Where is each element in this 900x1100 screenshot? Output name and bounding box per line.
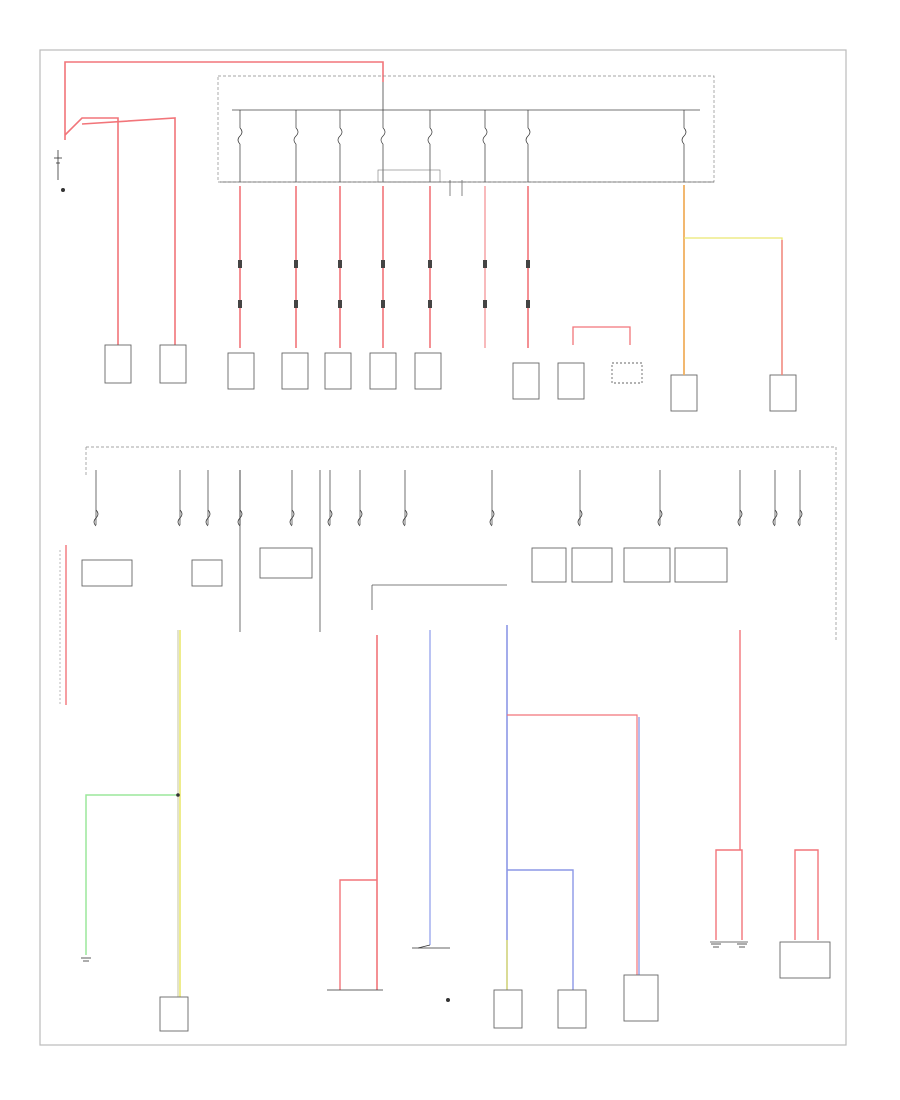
bottom-components bbox=[81, 943, 747, 1029]
battery-to-generator-wire bbox=[81, 117, 176, 345]
fuse-icon bbox=[737, 509, 743, 527]
connector-icon bbox=[294, 260, 298, 268]
link-wire-pink bbox=[572, 326, 631, 345]
battery-to-starter-wire bbox=[64, 117, 119, 345]
fuse-icon bbox=[237, 127, 243, 145]
diagram-frame bbox=[39, 49, 847, 1046]
fuse-icon bbox=[525, 127, 531, 145]
component-box bbox=[414, 352, 442, 390]
component-box bbox=[623, 974, 659, 1022]
pink-branch bbox=[507, 714, 638, 975]
fuse-icon bbox=[93, 509, 99, 527]
component-box bbox=[227, 352, 255, 390]
connector-icon bbox=[526, 300, 530, 308]
far-right-red-pair bbox=[794, 849, 819, 940]
yellow-branch bbox=[684, 237, 783, 375]
lower-left-box bbox=[159, 996, 189, 1032]
fuse-icon bbox=[380, 127, 386, 145]
connector-icon bbox=[483, 260, 487, 268]
ground-icon bbox=[81, 957, 91, 962]
red-branch bbox=[339, 879, 377, 990]
generator-box bbox=[159, 344, 187, 384]
fuse-icon bbox=[357, 509, 363, 527]
connector-icon bbox=[428, 300, 432, 308]
relay-box bbox=[571, 547, 613, 583]
relay-box bbox=[191, 559, 223, 587]
connector-icon bbox=[238, 260, 242, 268]
component-box bbox=[324, 352, 352, 390]
interior-circuits bbox=[59, 470, 831, 1032]
connector-icon bbox=[428, 260, 432, 268]
fuse-icon bbox=[797, 509, 803, 527]
starter-box bbox=[104, 344, 132, 384]
fuse-icon bbox=[489, 509, 495, 527]
power-distribution-top bbox=[54, 61, 797, 412]
relay-box bbox=[259, 547, 313, 579]
component-box bbox=[769, 374, 797, 412]
relay-box bbox=[81, 559, 133, 587]
connector-icon bbox=[338, 300, 342, 308]
switch-symbol bbox=[412, 944, 450, 1002]
connector-icon bbox=[381, 260, 385, 268]
connector-icon bbox=[238, 300, 242, 308]
component-box bbox=[512, 362, 540, 400]
battery-feed-wire bbox=[64, 61, 384, 140]
fuse-icon bbox=[482, 127, 488, 145]
right-red-split bbox=[715, 849, 743, 940]
component-box bbox=[369, 352, 397, 390]
fuse-icon bbox=[772, 509, 778, 527]
battery-symbol bbox=[54, 150, 65, 192]
component-box bbox=[281, 352, 309, 390]
relay-row bbox=[81, 470, 803, 632]
fuse-icon bbox=[427, 127, 433, 145]
underhood-fuse-box-frame bbox=[217, 75, 715, 183]
fuse-icon bbox=[337, 127, 343, 145]
blue-branch bbox=[507, 869, 574, 990]
relay-box bbox=[623, 547, 671, 583]
bus-block bbox=[377, 169, 441, 183]
fuse-icon bbox=[293, 127, 299, 145]
component-box bbox=[493, 989, 523, 1029]
ground-icon bbox=[737, 943, 747, 948]
relay-box bbox=[674, 547, 728, 583]
fuse-icon bbox=[657, 509, 663, 527]
connector-icon bbox=[294, 300, 298, 308]
top-fuses bbox=[237, 110, 687, 348]
green-wire bbox=[85, 794, 178, 955]
connector-icon bbox=[381, 300, 385, 308]
fuse-icon bbox=[205, 509, 211, 527]
fuse-icon bbox=[289, 509, 295, 527]
fuse-icon bbox=[402, 509, 408, 527]
connector-icon bbox=[483, 300, 487, 308]
fuse-icon bbox=[327, 509, 333, 527]
fuse-icon bbox=[177, 509, 183, 527]
ground-icon bbox=[711, 943, 721, 948]
fuse-icon bbox=[577, 509, 583, 527]
fuse-icon bbox=[681, 127, 687, 145]
component-box bbox=[557, 989, 587, 1029]
top-components bbox=[227, 352, 797, 412]
connector-icon bbox=[526, 260, 530, 268]
component-box bbox=[557, 362, 585, 400]
connector-icon bbox=[338, 260, 342, 268]
component-box bbox=[670, 374, 698, 412]
component-box-dashed bbox=[611, 362, 643, 384]
relay-box bbox=[531, 547, 567, 583]
far-right-box bbox=[779, 941, 831, 979]
